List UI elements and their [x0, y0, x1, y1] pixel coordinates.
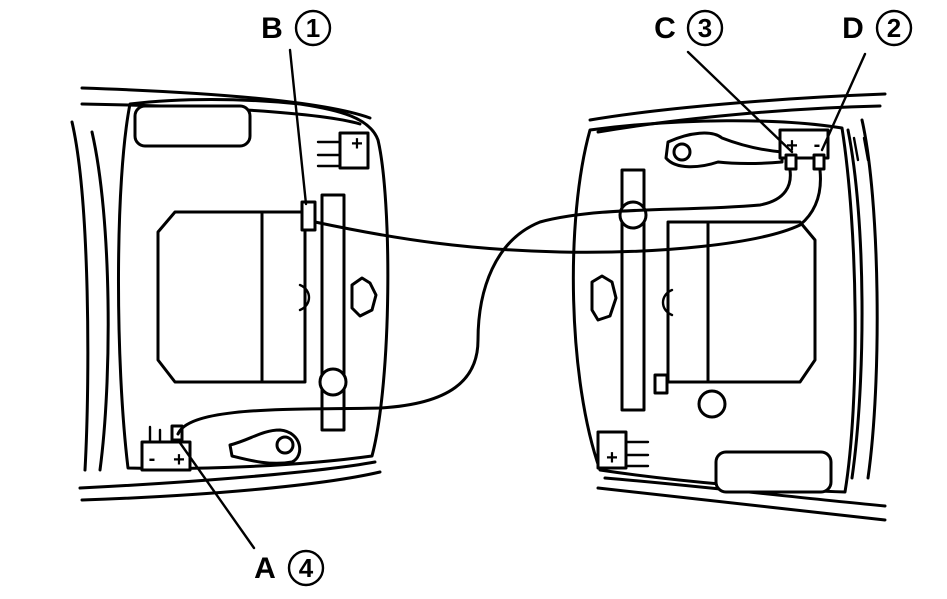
callout-b: B 1: [261, 9, 332, 47]
left-vehicle: [70, 86, 390, 502]
callout-a: A 4: [254, 549, 325, 587]
callout-number: 3: [698, 13, 712, 43]
sign-plus-right-top: +: [786, 135, 798, 157]
callout-letter: C: [654, 12, 676, 45]
cable-negative: [313, 168, 822, 254]
terminal-signs: + - + + - +: [149, 133, 821, 471]
cable-positive: [176, 168, 792, 436]
callout-c: C 3: [654, 9, 724, 47]
callout-number: 1: [306, 13, 320, 43]
sign-plus-left-top: +: [351, 133, 363, 155]
sign-plus-right-bottom: +: [606, 447, 618, 469]
sign-minus-right-top: -: [814, 134, 821, 156]
sign-minus-left-bottom: -: [149, 448, 156, 470]
callout-letter: D: [842, 12, 864, 45]
callout-number: 2: [887, 13, 901, 43]
leader-lines: [176, 48, 867, 550]
callout-letter: B: [261, 12, 283, 45]
callout-letter: A: [254, 552, 276, 585]
jumper-cables: [176, 168, 822, 436]
callout-number: 4: [299, 553, 314, 583]
callout-d: D 2: [842, 9, 913, 47]
sign-plus-left-bottom: +: [173, 449, 185, 471]
right-vehicle: [571, 92, 887, 522]
